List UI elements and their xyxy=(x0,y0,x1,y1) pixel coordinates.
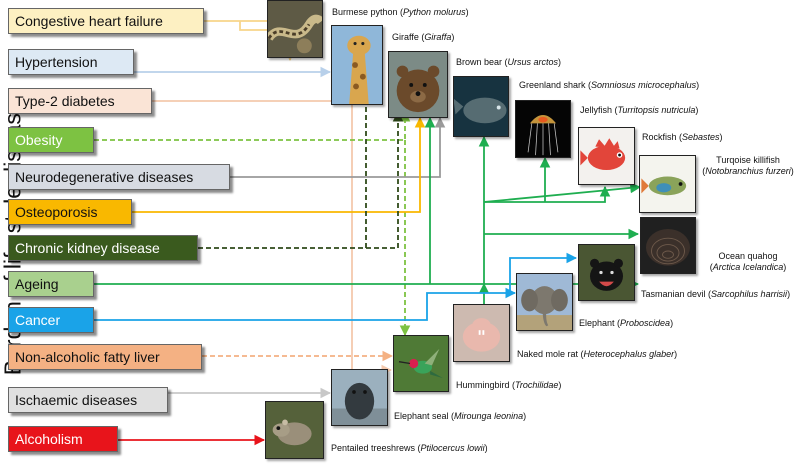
arrow-neu-6 xyxy=(230,116,446,178)
clam-icon xyxy=(641,218,695,273)
disease-cancer: Cancer xyxy=(8,307,94,333)
disease-osteoporosis: Osteoporosis xyxy=(8,199,132,225)
arrow-age-17 xyxy=(483,182,642,203)
caption-jellyfish: Jellyfish (Turritopsis nutricula) xyxy=(580,105,699,115)
disease-type-2-diabetes: Type-2 diabetes xyxy=(8,88,152,114)
brown-bear-icon xyxy=(389,52,447,117)
caption-tasmanian-devil: Tasmanian devil (Sarcophilus harrisii) xyxy=(641,289,791,299)
jellyfish-icon xyxy=(516,101,570,157)
ocean-quahog-photo xyxy=(640,217,696,274)
caption-elephant-seal: Elephant seal (Mirounga leonina) xyxy=(394,411,527,421)
naked-mole-rat-photo xyxy=(453,304,510,362)
elephant-seal-photo xyxy=(331,369,388,426)
treeshrew-photo xyxy=(265,401,324,459)
hummingbird-icon xyxy=(394,336,448,391)
greenland-shark-photo xyxy=(453,76,509,137)
disease-obesity: Obesity xyxy=(8,127,94,153)
caption-treeshrew: Pentailed treeshrews (Ptilocercus lowii) xyxy=(331,443,488,453)
arrow-age-14 xyxy=(484,185,611,203)
mole-rat-icon xyxy=(454,305,509,361)
disease-non-alcoholic-fatty-liver: Non-alcoholic fatty liver xyxy=(8,344,202,370)
python-photo xyxy=(267,0,323,58)
disease-hypertension: Hypertension xyxy=(8,49,134,75)
caption-naked-mole-rat: Naked mole rat (Heterocephalus glaber) xyxy=(517,349,678,359)
killifish-icon xyxy=(640,156,695,212)
disease-chronic-kidney: Chronic kidney disease xyxy=(8,235,198,261)
giraffe-icon xyxy=(332,26,382,104)
arrow-can-18 xyxy=(94,287,517,321)
arrow-obe-4 xyxy=(94,110,411,141)
caption-hummingbird: Hummingbird (Trochilidae) xyxy=(456,380,562,390)
caption-killifish: Turqoise killifish (Notobranchius furzer… xyxy=(702,155,794,176)
hummingbird-photo xyxy=(393,335,449,392)
caption-ocean-quahog: Ocean quahog (Arctica Icelandica) xyxy=(709,251,787,272)
rockfish-photo xyxy=(578,127,635,185)
disease-ischaemic: Ischaemic diseases xyxy=(8,387,168,413)
elephant-icon xyxy=(517,274,572,330)
disease-ageing: Ageing xyxy=(8,271,94,297)
giraffe-photo xyxy=(331,25,383,105)
caption-rockfish: Rockfish (Sebastes) xyxy=(642,132,723,142)
arrow-can-19 xyxy=(509,252,578,293)
elephant-photo xyxy=(516,273,573,331)
caption-brown-bear: Brown bear (Ursus arctos) xyxy=(456,57,562,67)
arrow-ost-7 xyxy=(132,116,426,213)
caption-elephant: Elephant (Proboscidea) xyxy=(579,318,674,328)
caption-python: Burmese python (Python molurus) xyxy=(332,7,469,17)
rockfish-icon xyxy=(579,128,634,184)
jellyfish-photo xyxy=(515,100,571,158)
disease-neurodegenerative: Neurodegenerative diseases xyxy=(8,164,230,190)
treeshrew-icon xyxy=(266,402,323,458)
tasmanian-devil-icon xyxy=(579,245,634,300)
brown-bear-photo xyxy=(388,51,448,118)
elephant-seal-icon xyxy=(332,370,387,425)
caption-giraffe: Giraffe (Giraffa) xyxy=(392,32,455,42)
disease-alcoholism: Alcoholism xyxy=(8,426,118,452)
arrow-ckd-9 xyxy=(366,110,404,249)
disease-congestive-heart-failure: Congestive heart failure xyxy=(8,8,204,34)
killifish-photo xyxy=(639,155,696,213)
tasmanian-devil-photo xyxy=(578,244,635,301)
shark-icon xyxy=(454,77,508,136)
caption-greenland-shark: Greenland shark (Somniosus microcephalus… xyxy=(519,80,700,90)
python-icon xyxy=(268,1,322,57)
